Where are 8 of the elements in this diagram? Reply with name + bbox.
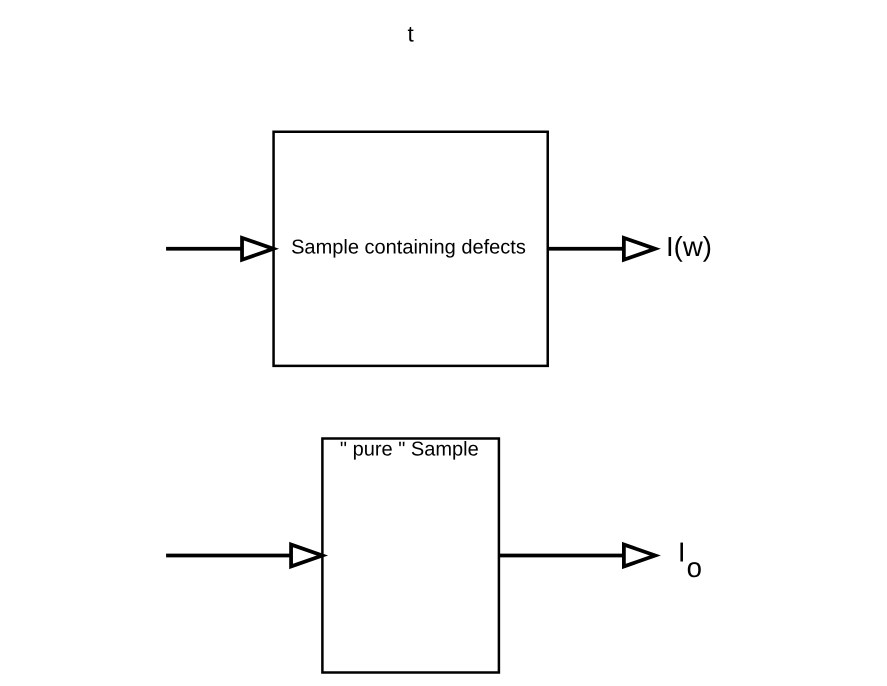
arrow (498, 542, 660, 570)
node-box: Sample containing defects (272, 130, 548, 368)
arrow (166, 235, 279, 262)
label: t (407, 21, 414, 46)
arrow (166, 542, 328, 570)
node-box: " pure " Sample (320, 437, 500, 674)
node-text: I(w) (666, 230, 712, 262)
arrow (547, 235, 660, 262)
